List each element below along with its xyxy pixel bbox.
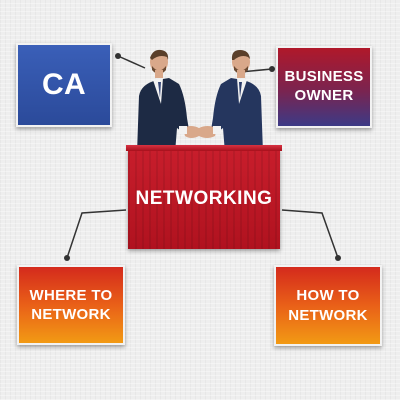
node-where-to-network-label: WHERE TO NETWORK [29, 286, 113, 324]
node-how-to-network-label: HOW TO NETWORK [288, 287, 368, 324]
connector-dot-ca [115, 53, 121, 59]
connector-dot-how-to-network [335, 255, 341, 261]
connector-dot-where-to-network [64, 255, 70, 261]
left-businessman-icon [137, 49, 189, 153]
node-networking-center: NETWORKING [126, 145, 282, 249]
connector-where-to-network [66, 209, 127, 259]
right-businessman-icon [211, 50, 263, 153]
handshake-icon [179, 126, 221, 138]
connector-dot-business-owner [269, 66, 275, 72]
node-how-to-network: HOW TO NETWORK [274, 265, 382, 346]
connector-how-to-network [281, 209, 339, 259]
businessmen-handshake-icon [137, 49, 263, 153]
node-ca: CA [16, 43, 112, 127]
connector-ca [117, 55, 146, 69]
node-business-owner-label: BUSINESS OWNER [284, 68, 364, 104]
node-business-owner: BUSINESS OWNER [276, 46, 372, 128]
node-where-to-network: WHERE TO NETWORK [17, 265, 125, 345]
node-networking-label: NETWORKING [135, 188, 273, 209]
node-ca-label: CA [42, 68, 86, 101]
